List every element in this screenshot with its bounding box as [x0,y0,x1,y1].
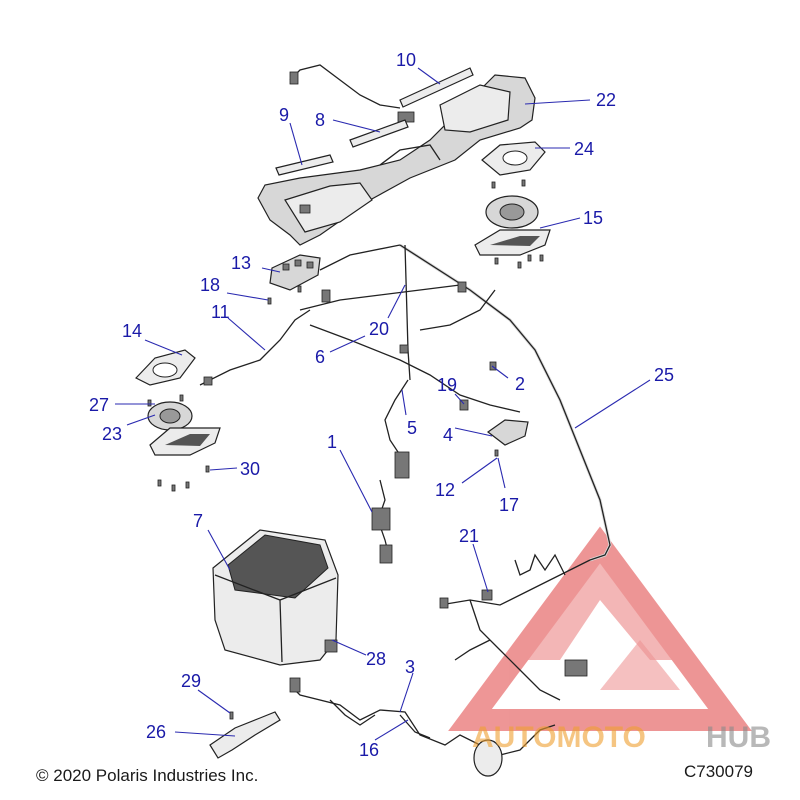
roof-harness [199,243,612,562]
leader-lines [115,67,651,741]
battery-box [212,529,339,666]
callout-20: 20 [369,319,389,339]
figure-code: C730079 [684,762,754,781]
callout-labels: 10 22 9 8 24 15 13 18 11 14 20 6 2 25 19… [89,50,674,760]
callout-19: 19 [437,375,457,395]
callout-15: 15 [583,208,603,228]
connector-19 [459,399,469,411]
callout-8: 8 [315,110,325,130]
callout-26: 26 [146,722,166,742]
switch-module [267,254,321,305]
speaker-left [147,401,193,431]
callout-30: 30 [240,459,260,479]
chassis-harness [439,553,591,701]
callout-3: 3 [405,657,415,677]
speaker-grille-right [474,229,551,256]
callout-23: 23 [102,424,122,444]
watermark-text-right: HUB [706,721,771,754]
callout-10: 10 [396,50,416,70]
callout-22: 22 [596,90,616,110]
speaker-bracket-left [135,349,196,386]
callout-13: 13 [231,253,251,273]
callout-6: 6 [315,347,325,367]
speaker-grille-left [149,427,221,456]
callout-17: 17 [499,495,519,515]
trim-strip-9 [275,154,334,176]
copyright-notice: © 2020 Polaris Industries Inc. [36,766,259,785]
harness-3-16 [289,677,556,777]
watermark-text: AUTOMOTO HUB [472,721,771,754]
callout-28: 28 [366,649,386,669]
trim-strip-8 [349,119,409,148]
harness-1 [371,479,393,564]
callout-14: 14 [122,321,142,341]
callout-29: 29 [181,671,201,691]
callout-1: 1 [327,432,337,452]
control-module [486,419,529,457]
trim-strip-10 [399,67,474,108]
callout-2: 2 [515,374,525,394]
callout-25: 25 [654,365,674,385]
watermark-text-left: AUTOMOTO [472,721,646,754]
screws-right [491,179,544,269]
callout-4: 4 [443,425,453,445]
bracket-28 [324,639,338,653]
callout-21: 21 [459,526,479,546]
speaker-right [485,195,539,229]
callout-12: 12 [435,480,455,500]
watermark-logo [448,526,752,731]
callout-9: 9 [279,105,289,125]
callout-7: 7 [193,511,203,531]
screw-29 [229,711,234,720]
callout-27: 27 [89,395,109,415]
speaker-bracket-right [481,141,546,176]
callout-24: 24 [574,139,594,159]
mounting-bracket [209,711,281,759]
callout-5: 5 [407,418,417,438]
overhead-console-panel [257,74,536,246]
callout-16: 16 [359,740,379,760]
harness-5-connector [394,451,410,479]
console-wire-connector [289,71,299,85]
callout-18: 18 [200,275,220,295]
connector-2 [489,361,497,371]
console-wire [289,64,401,109]
screws-left [147,394,210,492]
callout-11: 11 [211,302,230,322]
